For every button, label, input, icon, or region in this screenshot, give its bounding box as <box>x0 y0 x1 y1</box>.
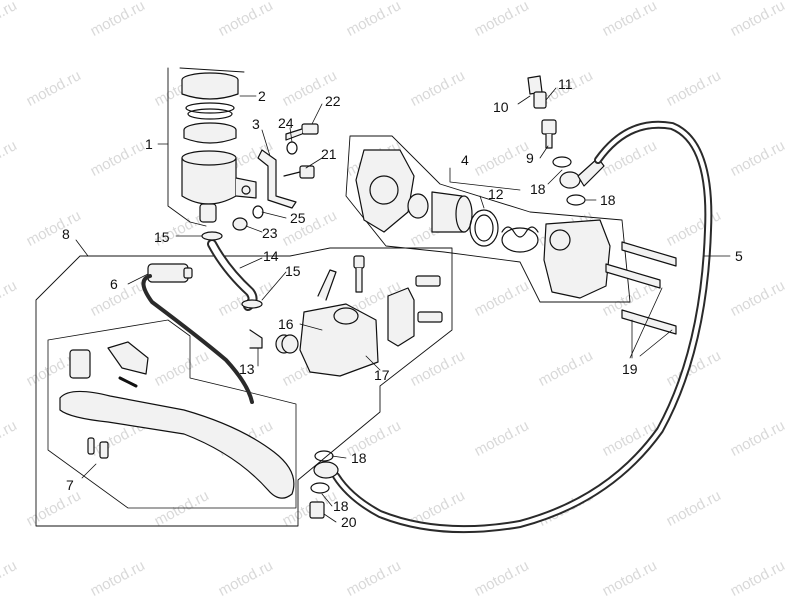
callout-15-upper: 15 <box>154 229 170 245</box>
bleed-screw <box>353 255 365 293</box>
callout-2: 2 <box>258 88 266 104</box>
banjo-bolt-9 <box>541 119 557 149</box>
switch-cable <box>141 274 254 404</box>
callout-8: 8 <box>62 226 70 242</box>
slave-cylinder-spring <box>501 226 539 253</box>
callout-18-banjo: 18 <box>530 181 546 197</box>
reservoir-hose-inner <box>209 241 256 309</box>
reservoir-bracket <box>257 149 297 209</box>
reservoir-body <box>181 150 257 223</box>
callout-20: 20 <box>341 514 357 530</box>
banjo-fitting <box>559 157 605 189</box>
callout-18-lower-b: 18 <box>333 498 349 514</box>
callout-18-right: 18 <box>600 192 616 208</box>
hose-clamp-15-lower <box>241 299 263 309</box>
banjo-bolt-20 <box>309 501 325 519</box>
callout-10: 10 <box>493 99 509 115</box>
bleed-valve-11 <box>533 91 547 109</box>
callout-7: 7 <box>66 477 74 493</box>
callout-13: 13 <box>239 361 255 377</box>
slave-cylinder-cover <box>543 219 611 299</box>
callout-5: 5 <box>735 248 743 264</box>
reservoir-seal <box>183 122 237 144</box>
washer-18-lower-b <box>310 482 330 494</box>
washer-18-lower-a <box>314 450 334 462</box>
group-outline-caps <box>179 67 245 73</box>
group-outline-slave-cylinder <box>345 135 631 303</box>
callout-12: 12 <box>488 186 504 202</box>
callout-22: 22 <box>325 93 341 109</box>
fitting-23 <box>232 217 248 231</box>
callout-19: 19 <box>622 361 638 377</box>
callout-3: 3 <box>252 116 260 132</box>
callout-23: 23 <box>262 225 278 241</box>
bleed-cap-10 <box>527 75 543 95</box>
washer-24 <box>286 141 298 155</box>
washer-18-right <box>566 194 586 206</box>
washer-18-top <box>552 156 572 168</box>
hose-end-fitting <box>313 461 339 479</box>
callout-16: 16 <box>278 316 294 332</box>
slave-cylinder-seal <box>469 209 499 247</box>
callout-24: 24 <box>278 115 294 131</box>
brake-light-switch <box>147 263 193 283</box>
leader-lines <box>75 87 731 523</box>
callout-9: 9 <box>526 150 534 166</box>
hydraulic-hose-core <box>334 122 711 532</box>
callout-14: 14 <box>263 248 279 264</box>
callout-1: 1 <box>145 136 153 152</box>
group-outline-lever-inner <box>47 319 297 509</box>
handlebar-clamp-17 <box>387 275 443 347</box>
slave-cylinder-housing <box>355 149 415 233</box>
washer-25 <box>252 205 264 219</box>
screw-21 <box>283 165 315 179</box>
lever-pivot-parts <box>69 341 149 459</box>
callout-6: 6 <box>110 276 118 292</box>
callout-25: 25 <box>290 210 306 226</box>
slave-cylinder-piston <box>407 191 473 233</box>
master-cylinder-body <box>299 269 379 377</box>
screw-22 <box>285 123 319 141</box>
callout-21: 21 <box>321 146 337 162</box>
master-cylinder-boot <box>275 334 299 354</box>
hose-clamp-15-upper <box>201 231 223 241</box>
callout-11: 11 <box>558 76 573 92</box>
mounting-bolts-19 <box>605 241 677 335</box>
reservoir-cap <box>181 72 239 120</box>
clutch-lever <box>59 390 295 499</box>
hose-fitting-13 <box>249 329 263 349</box>
group-outline-reservoir <box>167 67 207 227</box>
callout-15-lower: 15 <box>285 263 301 279</box>
callout-4: 4 <box>461 152 469 168</box>
callout-17: 17 <box>374 367 390 383</box>
callout-18-lower-a: 18 <box>351 450 367 466</box>
group-outline-lever-assembly <box>35 247 453 527</box>
